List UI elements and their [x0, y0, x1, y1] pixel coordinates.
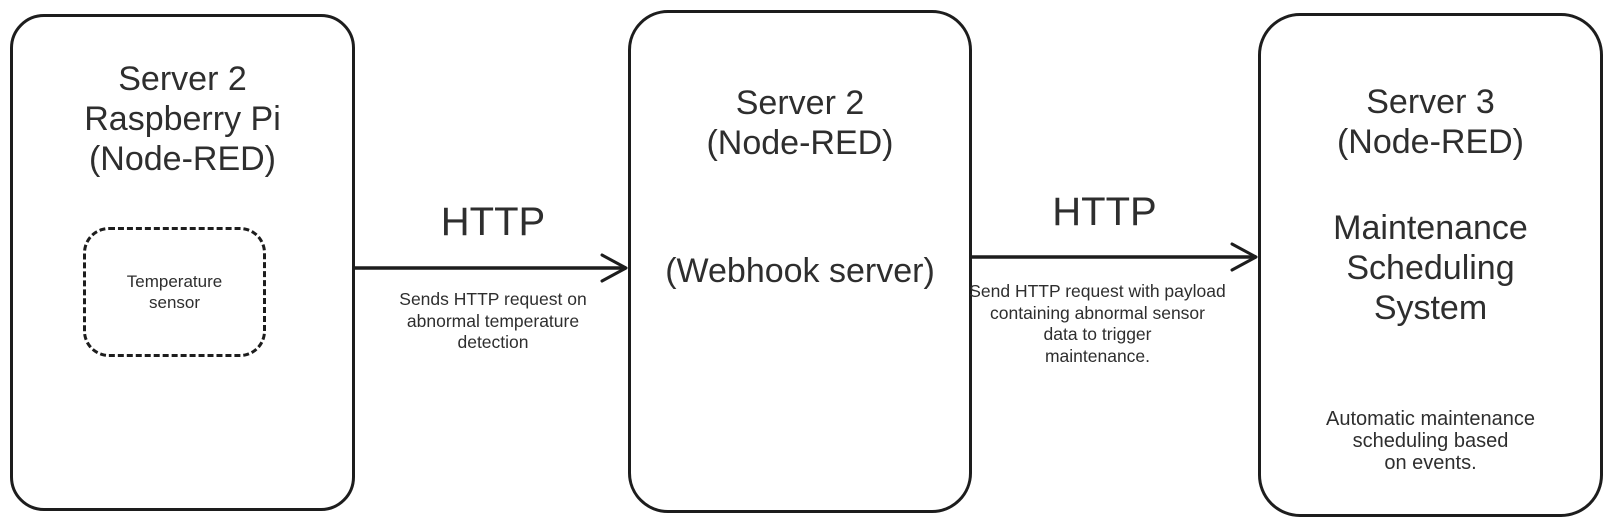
node-server3-description: Automatic maintenance scheduling based o… — [1325, 408, 1535, 474]
temperature-sensor-box: Temperature sensor — [83, 227, 266, 357]
edge2-arrow-icon — [972, 242, 1258, 272]
node-server2-raspberry-pi-title: Server 2 Raspberry Pi (Node-RED) — [84, 60, 281, 178]
edge1-arrow-icon — [354, 253, 628, 283]
node-server3-title: Server 3 (Node-RED) — [1336, 83, 1525, 161]
edge2-description: Send HTTP request with payload containin… — [969, 281, 1226, 366]
edge2-protocol-label: HTTP — [1052, 190, 1157, 234]
temperature-sensor-label: Temperature sensor — [126, 272, 223, 312]
edge1-description: Sends HTTP request on abnormal temperatu… — [399, 289, 587, 352]
node-server2-webhook-subtitle: (Webhook server) — [665, 252, 935, 290]
node-server2-webhook: Server 2 (Node-RED) (Webhook server) — [628, 10, 972, 513]
node-server2-raspberry-pi: Server 2 Raspberry Pi (Node-RED) Tempera… — [10, 14, 355, 511]
node-server2-webhook-title: Server 2 (Node-RED) — [706, 84, 894, 162]
node-server3-scheduler: Server 3 (Node-RED) Maintenance Scheduli… — [1258, 13, 1603, 517]
node-server3-system-label: Maintenance Scheduling System — [1333, 209, 1528, 327]
edge1-protocol-label: HTTP — [440, 200, 546, 244]
